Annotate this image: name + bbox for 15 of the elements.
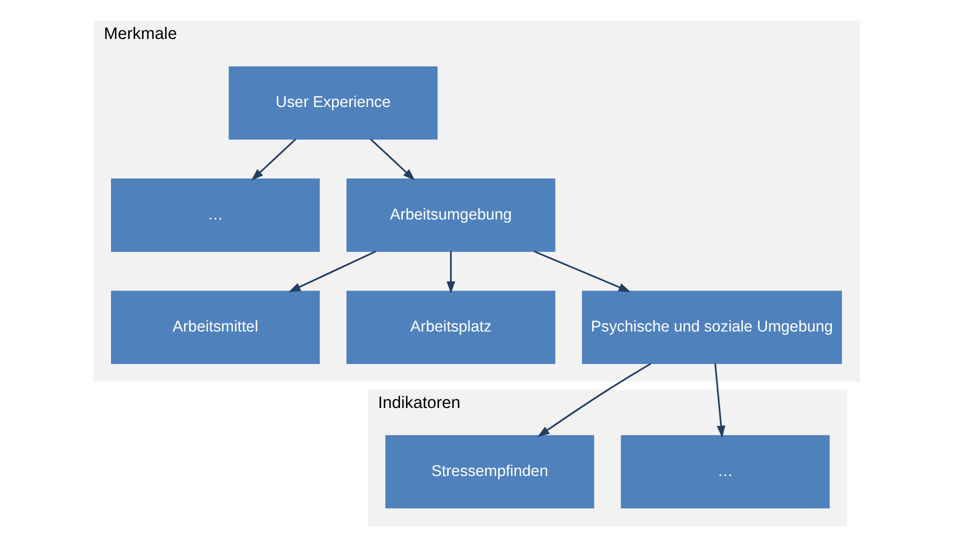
node-box: … bbox=[111, 178, 320, 252]
node-box: Arbeitsumgebung bbox=[346, 178, 556, 252]
node-box: Psychische und soziale Umgebung bbox=[582, 290, 842, 364]
arrow bbox=[537, 362, 652, 438]
arrow bbox=[714, 364, 726, 438]
node-box: … bbox=[620, 435, 830, 508]
arrow bbox=[534, 250, 631, 292]
arrow bbox=[370, 138, 416, 181]
arrow bbox=[446, 251, 456, 294]
node-box: Arbeitsmittel bbox=[111, 290, 320, 364]
arrow bbox=[288, 250, 376, 292]
arrow bbox=[251, 138, 296, 181]
node-box: User Experience bbox=[228, 66, 438, 140]
node-box: Stressempfinden bbox=[385, 435, 594, 508]
node-box: Arbeitsplatz bbox=[346, 290, 556, 364]
